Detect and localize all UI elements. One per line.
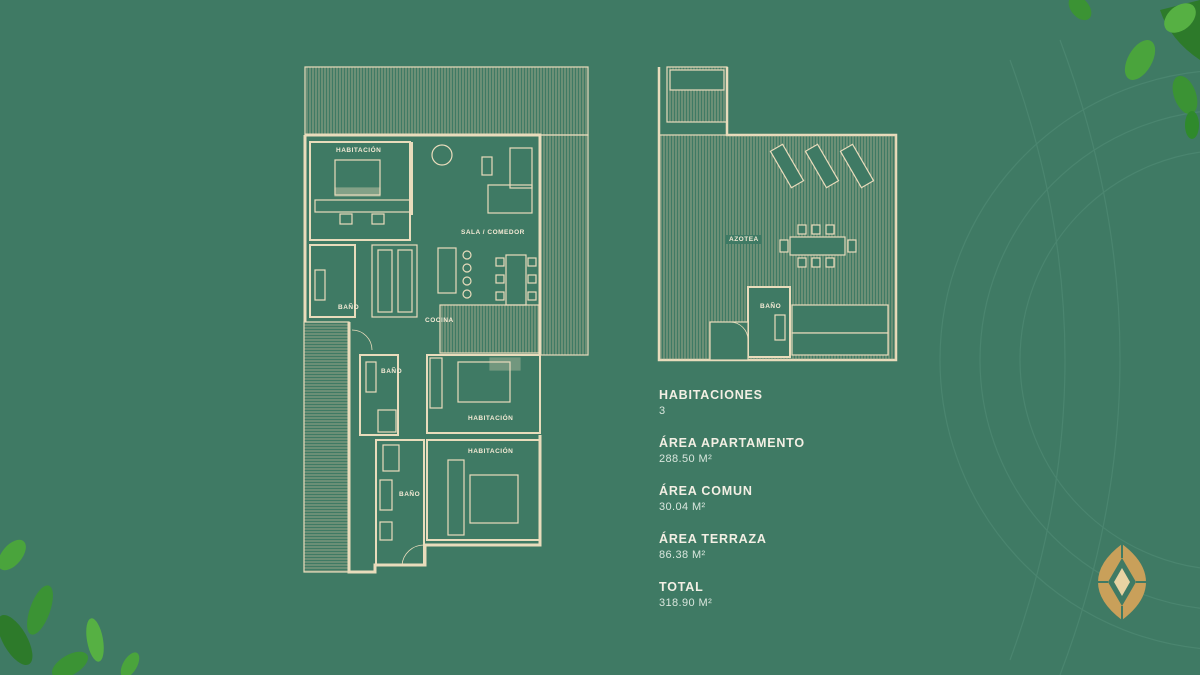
bedroom-2 <box>426 354 541 434</box>
spec-area-comun: ÁREA COMUN 30.04 M² <box>659 484 753 513</box>
stairs <box>439 304 541 354</box>
right-terrace <box>539 134 589 356</box>
room-label-rooftop-bano: BAÑO <box>760 303 782 310</box>
spec-label: ÁREA COMUN <box>659 484 753 498</box>
bathroom-3 <box>375 439 425 566</box>
bedroom-3 <box>426 439 541 541</box>
room-label-azotea: AZOTEA <box>726 235 762 244</box>
room-label-habitacion-2: HABITACIÓN <box>468 415 514 422</box>
spec-area-terraza: ÁREA TERRAZA 86.38 M² <box>659 532 767 561</box>
sun-loungers <box>769 143 875 189</box>
room-label-bano-2: BAÑO <box>381 368 403 375</box>
leaf-decoration-top-right <box>1068 0 1200 139</box>
leaf-decoration-bottom-left <box>0 539 140 675</box>
room-label-habitacion-3: HABITACIÓN <box>468 448 514 455</box>
room-label-sala-comedor: SALA / COMEDOR <box>461 229 525 236</box>
spec-label: HABITACIONES <box>659 388 763 402</box>
background-arcs <box>939 39 1200 675</box>
spec-value: 318.90 M² <box>659 597 713 609</box>
spec-value: 86.38 M² <box>659 549 706 561</box>
bathroom-1 <box>309 244 356 318</box>
spec-label: TOTAL <box>659 580 704 594</box>
spec-label: ÁREA APARTAMENTO <box>659 436 805 450</box>
spec-habitaciones: HABITACIONES 3 <box>659 388 763 417</box>
spec-value: 30.04 M² <box>659 501 706 513</box>
room-label-bano-3: BAÑO <box>399 491 421 498</box>
room-label-habitacion-top: HABITACIÓN <box>336 147 382 154</box>
spec-value: 3 <box>659 405 666 417</box>
spec-area-apartamento: ÁREA APARTAMENTO 288.50 M² <box>659 436 805 465</box>
spec-label: ÁREA TERRAZA <box>659 532 767 546</box>
diamond-emblem-logo <box>1098 544 1146 620</box>
spec-total: TOTAL 318.90 M² <box>659 580 712 609</box>
rooftop-dining-table <box>779 224 857 268</box>
room-label-cocina: COCINA <box>425 317 454 324</box>
top-terrace <box>304 66 589 136</box>
room-label-bano-1: BAÑO <box>338 304 360 311</box>
bedroom-top <box>309 141 411 241</box>
rooftop-bathroom <box>747 286 791 358</box>
bathroom-2 <box>359 354 399 436</box>
spec-value: 288.50 M² <box>659 453 713 465</box>
